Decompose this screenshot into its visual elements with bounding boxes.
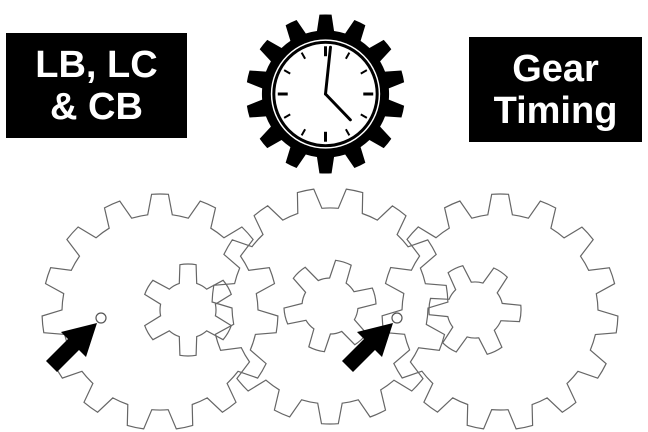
left-large-gear bbox=[41, 193, 279, 430]
center-small-gear bbox=[283, 259, 377, 353]
left-label-line1: LB, LC bbox=[35, 43, 158, 86]
lb-lc-cb-label: LB, LC & CB bbox=[6, 33, 187, 138]
clock-tick bbox=[360, 69, 368, 75]
center-large-gear bbox=[211, 188, 449, 425]
gear-outlines bbox=[41, 188, 619, 430]
gear-timing-label: Gear Timing bbox=[469, 37, 642, 142]
clock-tick bbox=[300, 52, 306, 60]
arrow-pointer-icon bbox=[342, 323, 393, 372]
gear-train-diagram bbox=[41, 188, 619, 430]
timing-mark-left bbox=[95, 312, 107, 324]
left-small-gear bbox=[143, 263, 233, 357]
right-small-gear bbox=[428, 264, 522, 356]
clock-rim bbox=[272, 40, 379, 148]
clock-hour-hand bbox=[324, 92, 352, 122]
left-label-line2: & CB bbox=[50, 85, 143, 128]
clock-tick bbox=[283, 113, 291, 119]
right-label-line1: Gear bbox=[512, 47, 599, 90]
timing-mark-center bbox=[391, 312, 403, 324]
clock-tick bbox=[360, 113, 368, 119]
clock-tick bbox=[345, 128, 351, 136]
right-label-line2: Timing bbox=[493, 89, 618, 132]
clock-tick bbox=[283, 69, 291, 75]
clock-minute-hand bbox=[324, 45, 332, 96]
clock-ticks bbox=[277, 46, 374, 142]
arrow-pointer-icon bbox=[46, 323, 97, 372]
clock-tick bbox=[345, 52, 351, 60]
right-large-gear bbox=[381, 193, 619, 430]
clock-tick bbox=[300, 128, 306, 136]
clock-gear-icon bbox=[246, 14, 405, 174]
